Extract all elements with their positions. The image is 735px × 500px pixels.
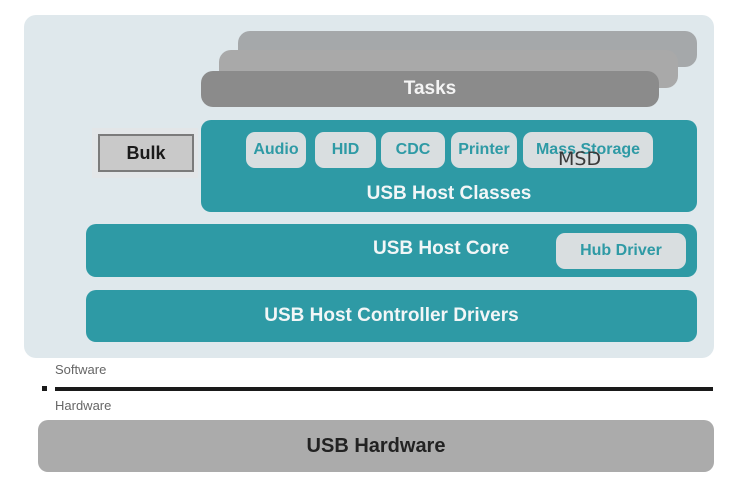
msd-annotation: MSD xyxy=(558,148,602,170)
usb-host-core-label: USB Host Core xyxy=(373,238,510,259)
tasks-block: Tasks xyxy=(201,71,659,107)
usb-hardware-block: USB Hardware xyxy=(38,420,714,472)
software-hardware-divider xyxy=(55,387,713,391)
usb-hardware-label: USB Hardware xyxy=(306,434,446,457)
class-chip-audio: Audio xyxy=(246,132,306,168)
class-chip-mass-storage: Mass Storage xyxy=(523,132,653,168)
bulk-label: Bulk xyxy=(126,142,166,163)
divider-dot xyxy=(42,386,47,391)
class-chip-cdc: CDC xyxy=(381,132,445,168)
tasks-label: Tasks xyxy=(403,78,457,99)
bulk-box: Bulk xyxy=(98,134,194,172)
hub-driver-chip: Hub Driver xyxy=(556,233,686,269)
usb-host-core-block: USB Host Core Hub Driver xyxy=(86,224,697,277)
class-chip-printer: Printer xyxy=(451,132,517,168)
class-chip-hid: HID xyxy=(315,132,376,168)
usb-host-controller-drivers-label: USB Host Controller Drivers xyxy=(264,305,519,326)
software-label: Software xyxy=(55,362,107,377)
usb-host-classes-label: USB Host Classes xyxy=(366,183,532,204)
usb-host-controller-drivers-block: USB Host Controller Drivers xyxy=(86,290,697,342)
hardware-label: Hardware xyxy=(55,398,112,413)
usb-host-classes-block: Audio HID CDC Printer Mass Storage USB H… xyxy=(201,120,697,212)
